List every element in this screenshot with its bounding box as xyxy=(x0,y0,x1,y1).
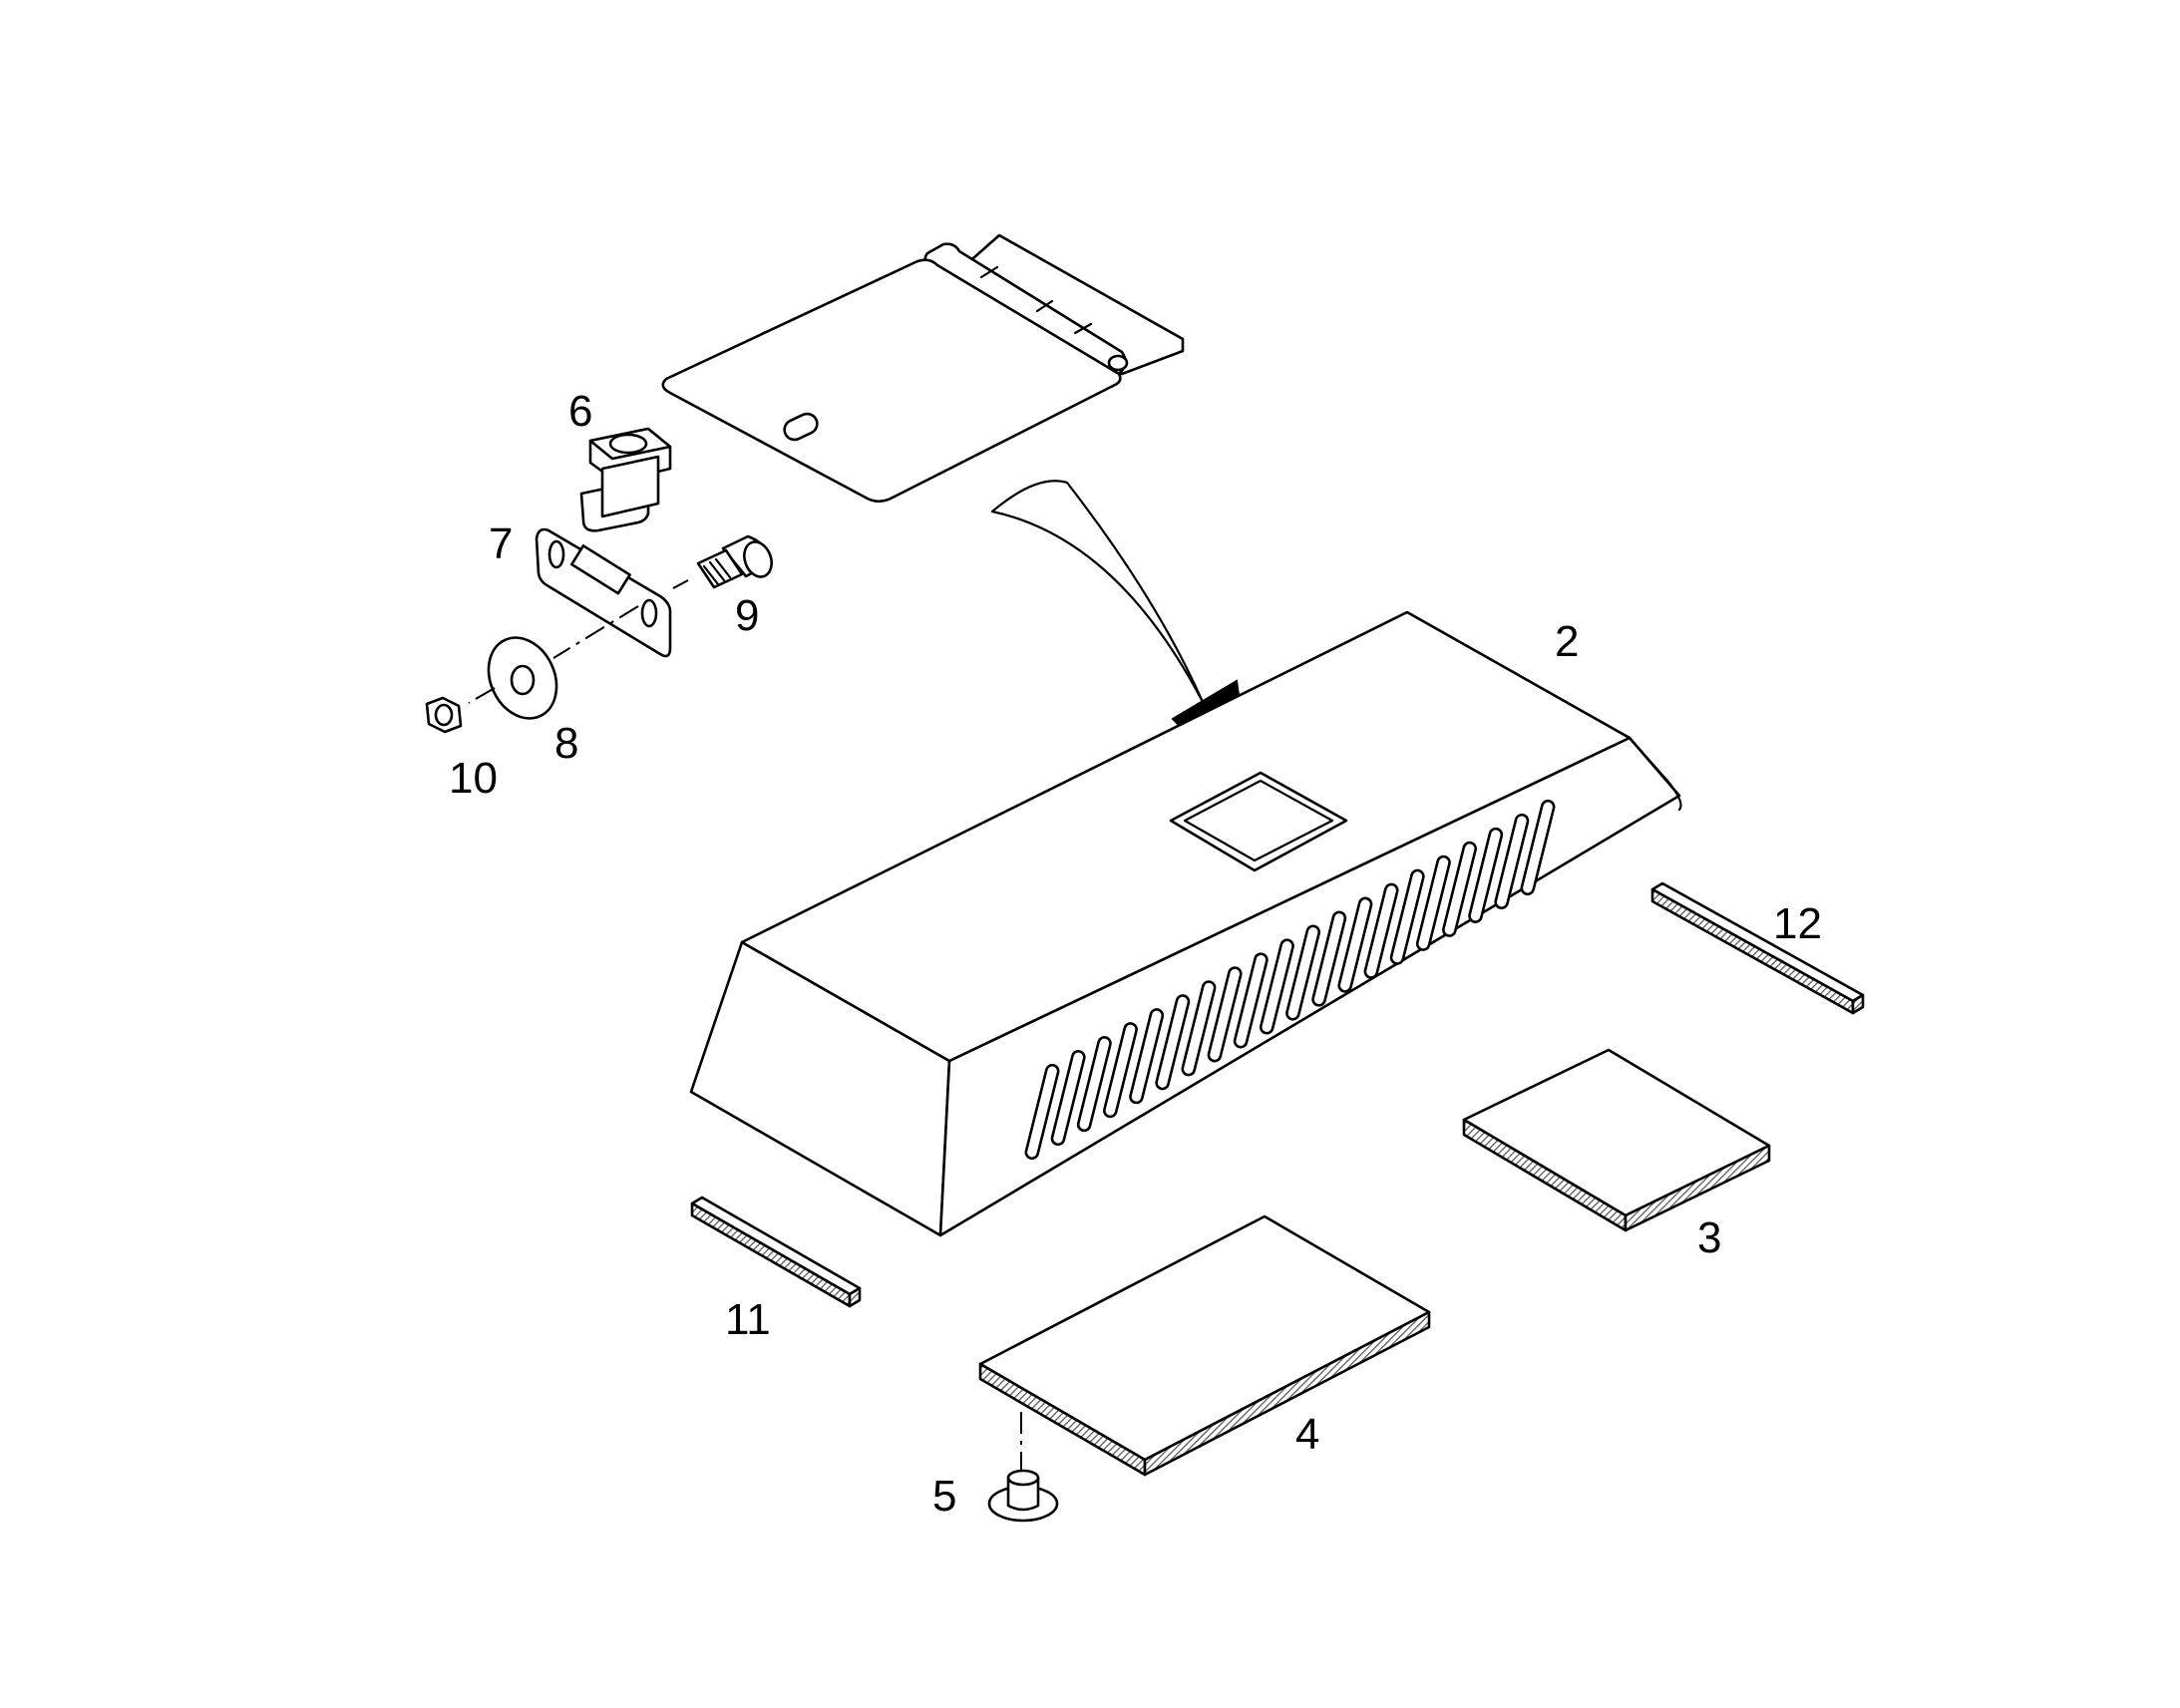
foam-strip-upper xyxy=(1650,881,1865,1015)
washer xyxy=(487,636,558,720)
callout-9: 9 xyxy=(735,591,759,640)
vent-slot xyxy=(1259,938,1294,1035)
vent-slots xyxy=(1024,799,1556,1161)
vent-slot xyxy=(1129,1008,1165,1105)
callout-5: 5 xyxy=(932,1472,956,1521)
callout-3: 3 xyxy=(1697,1213,1721,1262)
vent-slot xyxy=(1415,854,1451,951)
vent-slot xyxy=(1024,1063,1060,1161)
vent-slot xyxy=(1050,1050,1086,1147)
screw xyxy=(696,534,773,589)
callout-7: 7 xyxy=(489,519,513,568)
hinged-lid xyxy=(661,233,1185,504)
vent-slot xyxy=(1103,1022,1138,1119)
vent-slot xyxy=(1076,1036,1112,1133)
hex-nut xyxy=(425,696,463,734)
rubber-foot xyxy=(987,1412,1059,1523)
vent-slot xyxy=(1520,799,1556,896)
foam-pad-large xyxy=(978,1214,1431,1477)
housing-cover xyxy=(689,610,1682,1237)
callout-8: 8 xyxy=(554,719,578,768)
latch-assembly xyxy=(425,427,773,734)
vent-slot xyxy=(1181,980,1217,1077)
callout-2: 2 xyxy=(1555,617,1579,666)
vent-slot xyxy=(1233,952,1269,1049)
vent-slot xyxy=(1311,910,1347,1007)
latch-knob xyxy=(579,427,672,532)
callout-11: 11 xyxy=(725,1295,771,1344)
vent-slot xyxy=(1155,994,1191,1091)
callout-4: 4 xyxy=(1295,1410,1319,1459)
vent-slot xyxy=(1207,966,1243,1063)
vent-slot xyxy=(1285,924,1321,1021)
callout-12: 12 xyxy=(1773,899,1822,948)
vent-slot xyxy=(1363,882,1399,979)
vent-slot xyxy=(1337,896,1373,993)
callout-6: 6 xyxy=(568,387,592,436)
vent-slot xyxy=(1389,868,1425,965)
vent-slot xyxy=(1442,841,1477,937)
foam-strip-lower xyxy=(690,1196,862,1308)
vent-slot xyxy=(1468,827,1504,923)
callout-10: 10 xyxy=(449,754,498,803)
foam-pad-square xyxy=(1462,1048,1771,1232)
latch-plate xyxy=(535,527,672,658)
vent-slot xyxy=(1494,813,1530,909)
